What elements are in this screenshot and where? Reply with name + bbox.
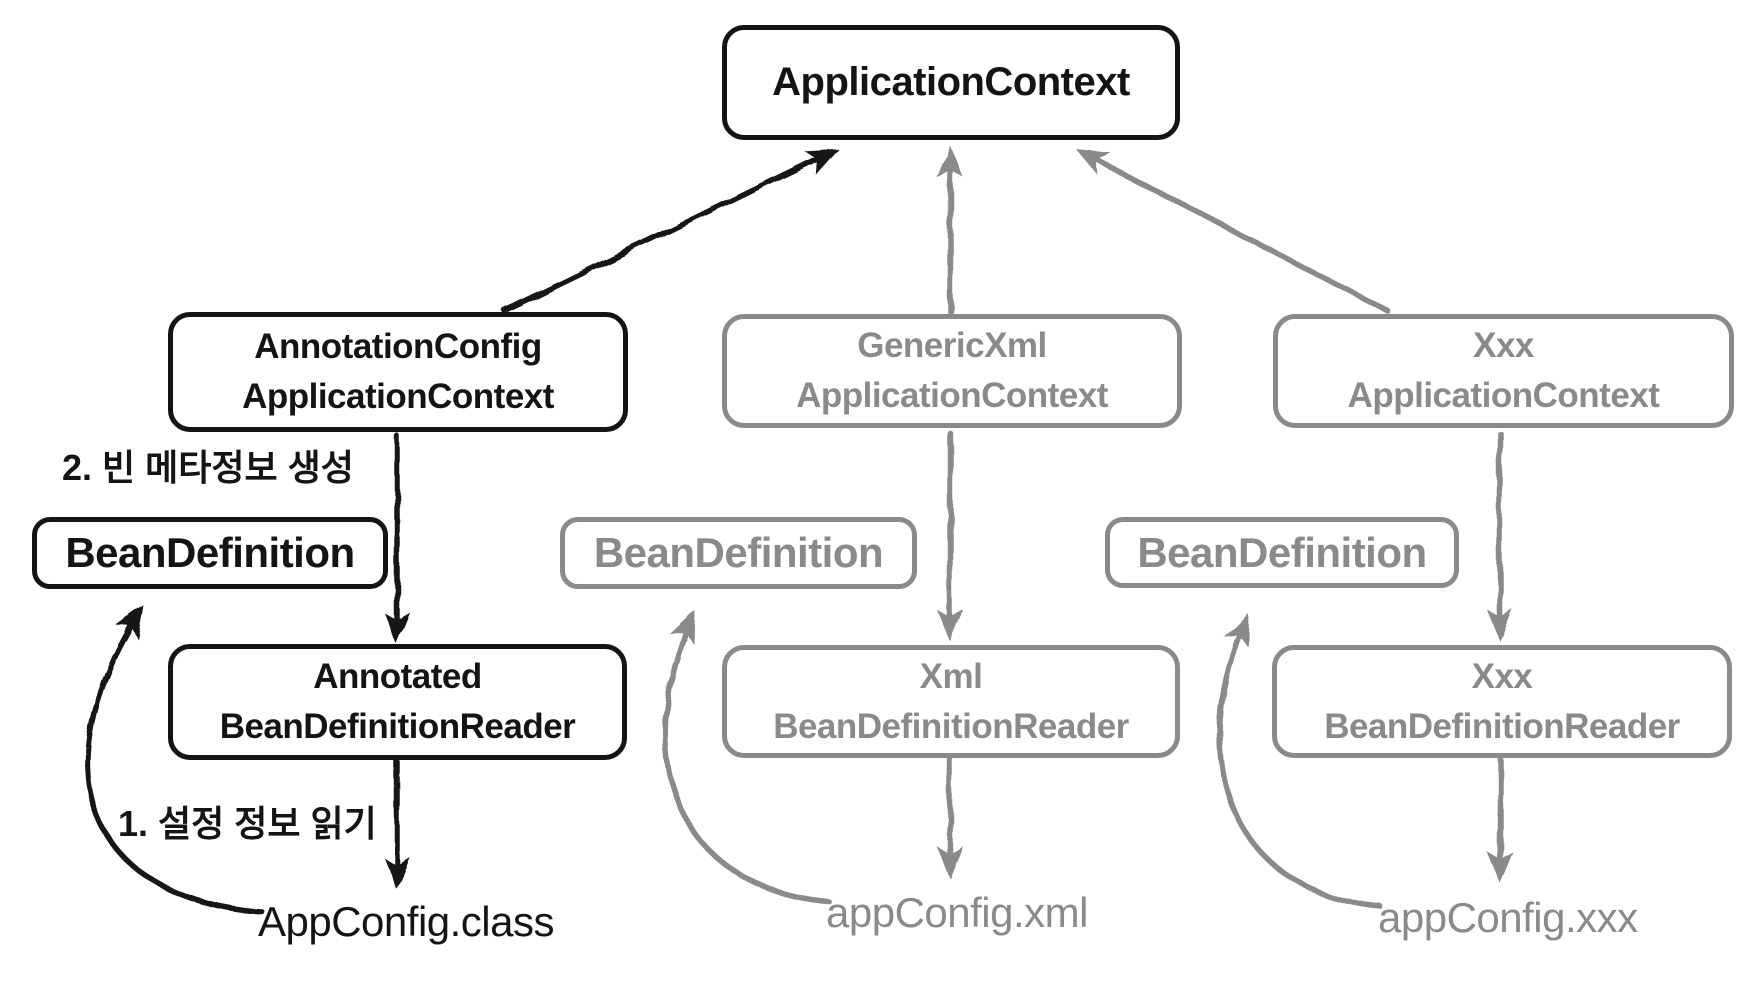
xml-reader-node: Xml BeanDefinitionReader	[722, 645, 1180, 758]
config-source-appconfig-xxx: appConfig.xxx	[1378, 894, 1638, 941]
config-source-appconfig-xml: appConfig.xml	[826, 889, 1088, 936]
step-2-label: 2. 빈 메타정보 생성	[62, 447, 354, 488]
generic-xml-context-node: GenericXml ApplicationContext	[722, 314, 1182, 428]
annotation-config-context-node: AnnotationConfig ApplicationContext	[168, 312, 628, 432]
bean-definition-node-xxx: BeanDefinition	[1105, 517, 1459, 588]
bean-definition-node-annotation: BeanDefinition	[32, 517, 388, 589]
arrow-xxxcontext-to-root	[1076, 149, 1391, 314]
config-source-appconfig-class: AppConfig.class	[258, 898, 555, 945]
xxx-reader-node: Xxx BeanDefinitionReader	[1272, 645, 1732, 758]
step-1-label: 1. 설정 정보 읽기	[118, 803, 377, 844]
annotated-reader-node: Annotated BeanDefinitionReader	[168, 644, 627, 760]
application-context-node: ApplicationContext	[722, 25, 1180, 140]
arrow-annotationcontext-to-root	[502, 148, 839, 314]
bean-definition-node-genericxml: BeanDefinition	[560, 517, 917, 589]
xxx-context-node: Xxx ApplicationContext	[1273, 314, 1734, 428]
